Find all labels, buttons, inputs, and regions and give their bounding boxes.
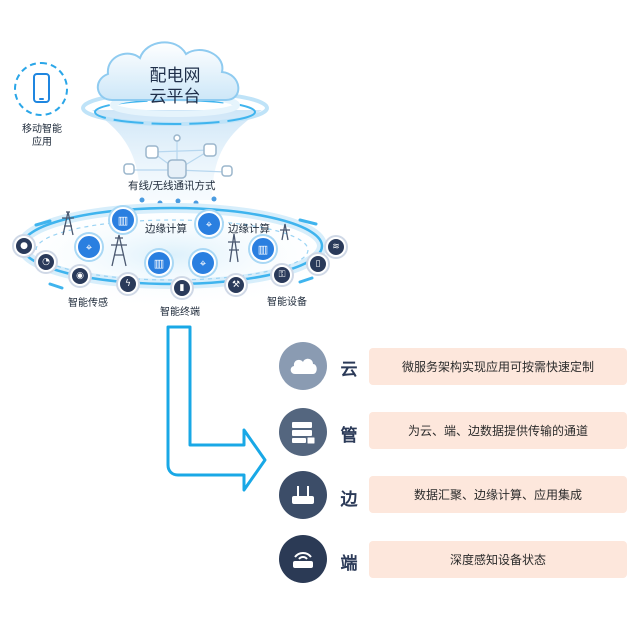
cloud-platform-title: 配电网 云平台 bbox=[149, 66, 201, 107]
cloud-icon bbox=[279, 342, 327, 390]
lock-icon: ⚿ bbox=[272, 265, 292, 285]
layer-desc-terminal: 深度感知设备状态 bbox=[369, 541, 627, 578]
edge-gateway-node-icon: ▥ bbox=[110, 207, 136, 233]
router-icon bbox=[279, 471, 327, 519]
layer-desc-edge: 数据汇聚、边缘计算、应用集成 bbox=[369, 476, 627, 513]
signal-icon: ≋ bbox=[326, 237, 346, 257]
mobile-app-label: 移动智能应用 bbox=[22, 124, 62, 148]
smart-sensing-label: 智能传感 bbox=[68, 298, 108, 309]
router-node-icon: ▥ bbox=[250, 236, 276, 262]
battery-icon: ▯ bbox=[308, 254, 328, 274]
smart-device-label: 智能设备 bbox=[267, 297, 307, 308]
gauge-icon: ◔ bbox=[36, 252, 56, 272]
layer-label-cloud: 云 bbox=[340, 360, 358, 380]
layer-label-terminal: 端 bbox=[340, 554, 358, 574]
layer-desc-cloud: 微服务架构实现应用可按需快速定制 bbox=[369, 348, 627, 385]
edge-wireless-node-icon: ⌖ bbox=[196, 211, 222, 237]
thermometer-icon: ▮ bbox=[172, 278, 192, 298]
layer-label-pipe: 管 bbox=[340, 426, 358, 446]
comm-method-label: 有线/无线通讯方式 bbox=[128, 180, 216, 192]
water-drop-icon: ● bbox=[14, 236, 34, 256]
wireless-node-icon: ⌖ bbox=[76, 234, 102, 260]
layer-desc-pipe: 为云、端、边数据提供传输的通道 bbox=[369, 412, 627, 449]
sensor-icon: ◉ bbox=[70, 266, 90, 286]
tool-icon: ⚒ bbox=[226, 275, 246, 295]
cloud-shape bbox=[97, 41, 240, 101]
wireless-router-icon bbox=[279, 535, 327, 583]
lightning-icon: ϟ bbox=[118, 274, 138, 294]
smart-terminal-label: 智能终端 bbox=[160, 307, 200, 318]
edge-computing-label-1: 边缘计算 bbox=[145, 223, 187, 235]
phone-icon bbox=[33, 73, 50, 103]
antenna-node-icon: ⌖ bbox=[190, 250, 216, 276]
mobile-app-ring bbox=[14, 62, 68, 116]
server-lock-icon bbox=[279, 408, 327, 456]
phone-button bbox=[39, 98, 44, 100]
layer-label-edge: 边 bbox=[340, 490, 358, 510]
gateway-node-icon: ▥ bbox=[146, 250, 172, 276]
edge-computing-label-2: 边缘计算 bbox=[228, 223, 270, 235]
flow-arrow bbox=[166, 325, 267, 492]
